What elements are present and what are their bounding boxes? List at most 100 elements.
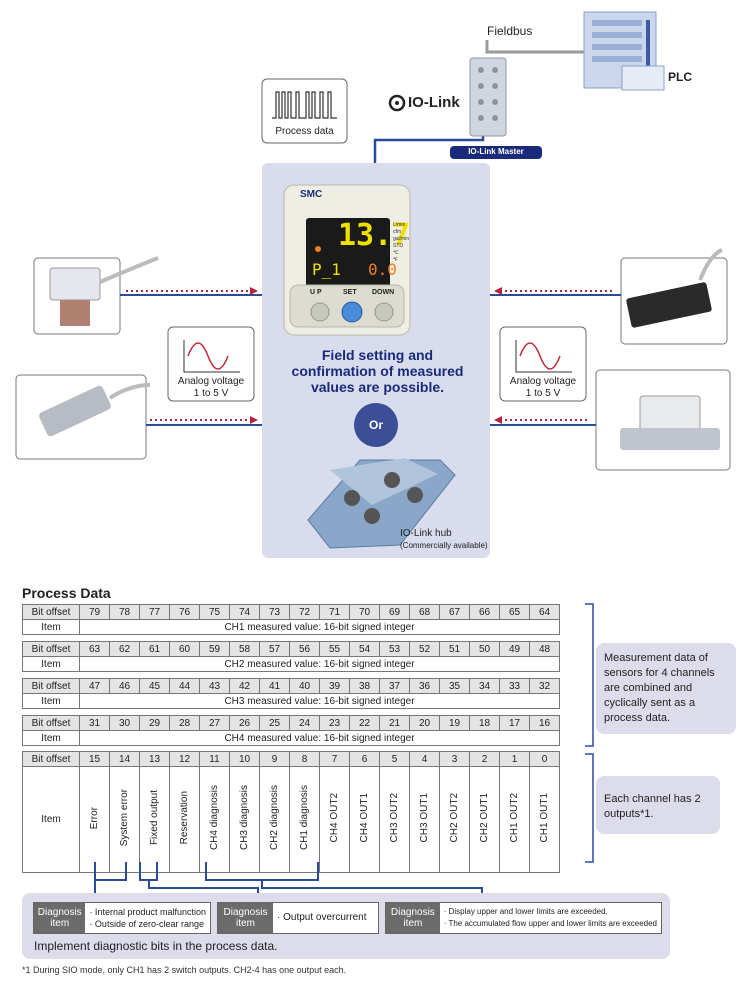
item-value: CH4 measured value: 16-bit signed intege… (79, 730, 560, 746)
bit-item-label: CH2 OUT1 (479, 793, 490, 843)
bit-offset-label: Bit offset (22, 604, 80, 620)
bit-cell: 13 (139, 751, 170, 767)
io-link-master-badge (450, 146, 542, 159)
bit-item-label: CH3 OUT2 (389, 793, 400, 843)
bit-cell: 25 (259, 715, 290, 731)
bit-item-cell: CH4 OUT2 (319, 766, 350, 873)
bit-cell: 68 (409, 604, 440, 620)
item-label: Item (22, 766, 80, 873)
bit-item-label: CH4 diagnosis (209, 785, 220, 851)
bit-item-cell: Fixed output (139, 766, 170, 873)
bit-cell: 58 (229, 641, 260, 657)
item-label: Item (22, 619, 80, 635)
bit-cell: 59 (199, 641, 230, 657)
display-sub-right: 0.0 (368, 260, 397, 279)
bit-item-cell: CH1 OUT1 (529, 766, 560, 873)
bit-cell: 57 (259, 641, 290, 657)
bit-cell: 73 (259, 604, 290, 620)
bit-cell: 41 (259, 678, 290, 694)
display-sub-left: P_1 (312, 260, 341, 279)
bit-item-cell: CH4 diagnosis (199, 766, 230, 873)
pressure-sensor-left-top (33, 256, 159, 335)
bit-item-cell: System error (109, 766, 140, 873)
bit-cell: 5 (379, 751, 410, 767)
bit-cell: 0 (529, 751, 560, 767)
bit-item-label: CH1 OUT2 (509, 793, 520, 843)
bit-item-label: CH2 OUT2 (449, 793, 460, 843)
io-link-hub-device (307, 458, 456, 549)
bit-cell: 56 (289, 641, 320, 657)
bit-item-label: CH3 OUT1 (419, 793, 430, 843)
bit-item-label: System error (119, 789, 130, 847)
bit-cell: 66 (469, 604, 500, 620)
up-button-label[interactable]: U P (310, 289, 322, 296)
bit-cell: 48 (529, 641, 560, 657)
plc-icon (583, 11, 665, 91)
process-data-title: Process Data (22, 585, 111, 601)
bit-cell: 21 (379, 715, 410, 731)
bit-offset-label: Bit offset (22, 678, 80, 694)
bit-cell: 49 (499, 641, 530, 657)
bit-cell: 61 (139, 641, 170, 657)
bit-cell: 39 (319, 678, 350, 694)
bit-cell: 71 (319, 604, 350, 620)
bit-cell: 47 (79, 678, 110, 694)
item-label: Item (22, 693, 80, 709)
bit-item-cell: CH2 OUT1 (469, 766, 500, 873)
bit-cell: 7 (319, 751, 350, 767)
bit-cell: 42 (229, 678, 260, 694)
bit-cell: 22 (349, 715, 380, 731)
bit-item-cell: CH3 OUT2 (379, 766, 410, 873)
process-data-label: Process data (275, 126, 334, 137)
item-value: CH3 measured value: 16-bit signed intege… (79, 693, 560, 709)
bit-cell: 1 (499, 751, 530, 767)
system-diagram (15, 11, 731, 558)
hub-sublabel: (Commercially available) (400, 541, 488, 550)
bit-item-cell: CH4 OUT1 (349, 766, 380, 873)
bit-cell: 28 (169, 715, 200, 731)
sine-wave-icon (519, 342, 561, 370)
set-button-label[interactable]: SET (343, 289, 357, 296)
bit-cell: 53 (379, 641, 410, 657)
bit-cell: 23 (319, 715, 350, 731)
bit-cell: 51 (439, 641, 470, 657)
bit-cell: 43 (199, 678, 230, 694)
bit-cell: 15 (79, 751, 110, 767)
bit-offset-label: Bit offset (22, 715, 80, 731)
measurement-note: Measurement data of sensors for 4 channe… (596, 643, 736, 734)
bit-cell: 50 (469, 641, 500, 657)
bit-cell: 52 (409, 641, 440, 657)
bit-item-label: CH4 OUT2 (329, 793, 340, 843)
bit-offset-label: Bit offset (22, 641, 80, 657)
item-value: CH2 measured value: 16-bit signed intege… (79, 656, 560, 672)
io-link-logo-text: IO-Link (408, 94, 460, 111)
bit-item-cell: Error (79, 766, 110, 873)
bit-cell: 30 (109, 715, 140, 731)
flow-sensor-right-bottom (595, 369, 731, 471)
down-button-label[interactable]: DOWN (372, 289, 395, 296)
pressure-sensor-left-bottom (15, 374, 151, 460)
item-label: Item (22, 656, 80, 672)
bit-cell: 2 (469, 751, 500, 767)
bit-cell: 79 (79, 604, 110, 620)
bit-cell: 27 (199, 715, 230, 731)
bit-item-label: CH2 diagnosis (269, 785, 280, 851)
bit-cell: 6 (349, 751, 380, 767)
bit-cell: 72 (289, 604, 320, 620)
footnote: *1 During SIO mode, only CH1 has 2 switc… (22, 965, 347, 975)
bit-cell: 77 (139, 604, 170, 620)
bit-cell: 40 (289, 678, 320, 694)
bit-cell: 26 (229, 715, 260, 731)
bit-cell: 54 (349, 641, 380, 657)
bit-item-label: Reservation (179, 791, 190, 845)
field-setting-caption: Field setting and confirmation of measur… (291, 347, 464, 395)
bit-item-label: Fixed output (149, 790, 160, 846)
